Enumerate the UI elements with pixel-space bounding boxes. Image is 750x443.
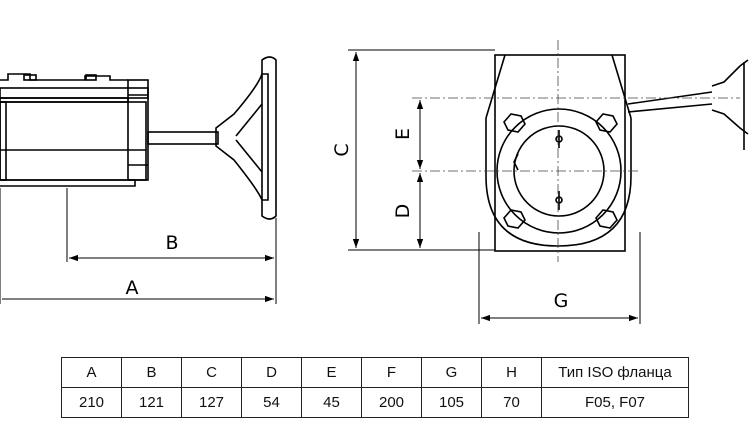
header-cell: D [241,357,302,388]
header-cell: C [181,357,242,388]
value-cell-flange-type: F05, F07 [541,387,689,418]
technical-drawing: B A [0,40,749,324]
value-cell: 210 [61,387,122,418]
center-lines [412,40,740,262]
header-cell: B [121,357,182,388]
table-row: 210 121 127 54 45 200 105 70 F05, F07 [61,387,689,418]
value-cell: 127 [181,387,242,418]
dimensions-table: A B C D E F G H Тип ISO фланца 210 121 1… [61,357,689,418]
dim-label-c: C [331,143,353,156]
value-cell: 54 [241,387,302,418]
value-cell: 121 [121,387,182,418]
front-dimensions [348,49,641,324]
value-cell: 200 [361,387,422,418]
side-view [0,56,277,220]
table-header-row: A B C D E F G H Тип ISO фланца [61,357,689,388]
front-view [485,54,749,252]
dim-label-b: B [165,232,178,254]
value-cell: 105 [421,387,482,418]
header-cell: A [61,357,122,388]
header-cell: E [301,357,362,388]
header-cell: G [421,357,482,388]
dim-label-a: A [126,277,139,299]
header-cell: H [481,357,542,388]
dim-label-d: D [392,204,414,219]
value-cell: 70 [481,387,542,418]
dim-label-g: G [554,290,569,312]
value-cell: 45 [301,387,362,418]
header-cell: F [361,357,422,388]
dim-label-e: E [392,128,414,140]
side-dimensions [0,188,277,304]
header-cell-flange-type: Тип ISO фланца [541,357,689,388]
